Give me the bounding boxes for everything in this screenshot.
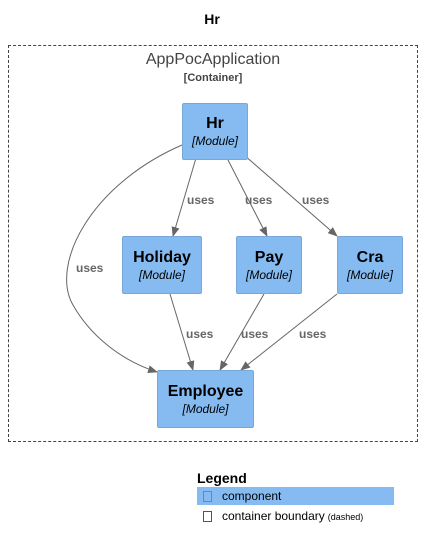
node-employee-name: Employee xyxy=(167,382,244,400)
edge-label-pay-employee: uses xyxy=(241,327,269,341)
edge-cra-employee xyxy=(240,293,338,371)
node-cra-name: Cra xyxy=(356,248,384,266)
legend-boundary-label: container boundary xyxy=(222,509,325,523)
edge-pay-employee xyxy=(219,293,265,371)
node-employee-type: [Module] xyxy=(182,401,229,416)
component-swatch-icon xyxy=(203,490,212,502)
edge-label-hr-cra: uses xyxy=(302,193,330,207)
node-cra-type: [Module] xyxy=(346,267,394,282)
diagram-title: Hr xyxy=(204,11,220,27)
node-hr-name: Hr xyxy=(206,115,224,132)
node-hr-type: [Module] xyxy=(191,134,239,148)
node-employee[interactable]: Employee [Module] xyxy=(157,370,254,428)
edge-label-cra-employee: uses xyxy=(299,327,327,341)
node-pay[interactable]: Pay [Module] xyxy=(236,236,302,294)
edge-label-hr-employee: uses xyxy=(76,261,104,275)
node-hr[interactable]: Hr [Module] xyxy=(182,103,248,160)
legend-boundary-note: (dashed) xyxy=(327,512,364,522)
edge-label-hr-pay: uses xyxy=(245,193,273,207)
edge-hr-holiday xyxy=(171,157,197,237)
edge-hr-pay xyxy=(226,157,268,237)
node-holiday-type: [Module] xyxy=(138,267,186,282)
edge-label-hr-holiday: uses xyxy=(187,193,215,207)
edge-label-holiday-employee: uses xyxy=(186,327,214,341)
legend-item-boundary: container boundary (dashed) xyxy=(197,507,394,525)
node-pay-name: Pay xyxy=(254,248,284,266)
edge-holiday-employee xyxy=(169,293,195,371)
boundary-type: [Container] xyxy=(183,72,243,84)
legend-component-label: component xyxy=(222,489,282,503)
node-pay-type: [Module] xyxy=(245,267,293,282)
boundary-title: AppPocApplication xyxy=(145,51,281,68)
edge-hr-employee xyxy=(66,144,183,374)
container-boundary xyxy=(8,45,418,442)
node-holiday-name: Holiday xyxy=(133,248,191,266)
node-cra[interactable]: Cra [Module] xyxy=(337,236,403,294)
edge-hr-cra xyxy=(243,154,338,237)
boundary-swatch-icon xyxy=(203,510,212,522)
legend-item-component: component xyxy=(197,487,394,505)
node-holiday[interactable]: Holiday [Module] xyxy=(122,236,202,294)
legend-title: Legend xyxy=(197,470,247,486)
